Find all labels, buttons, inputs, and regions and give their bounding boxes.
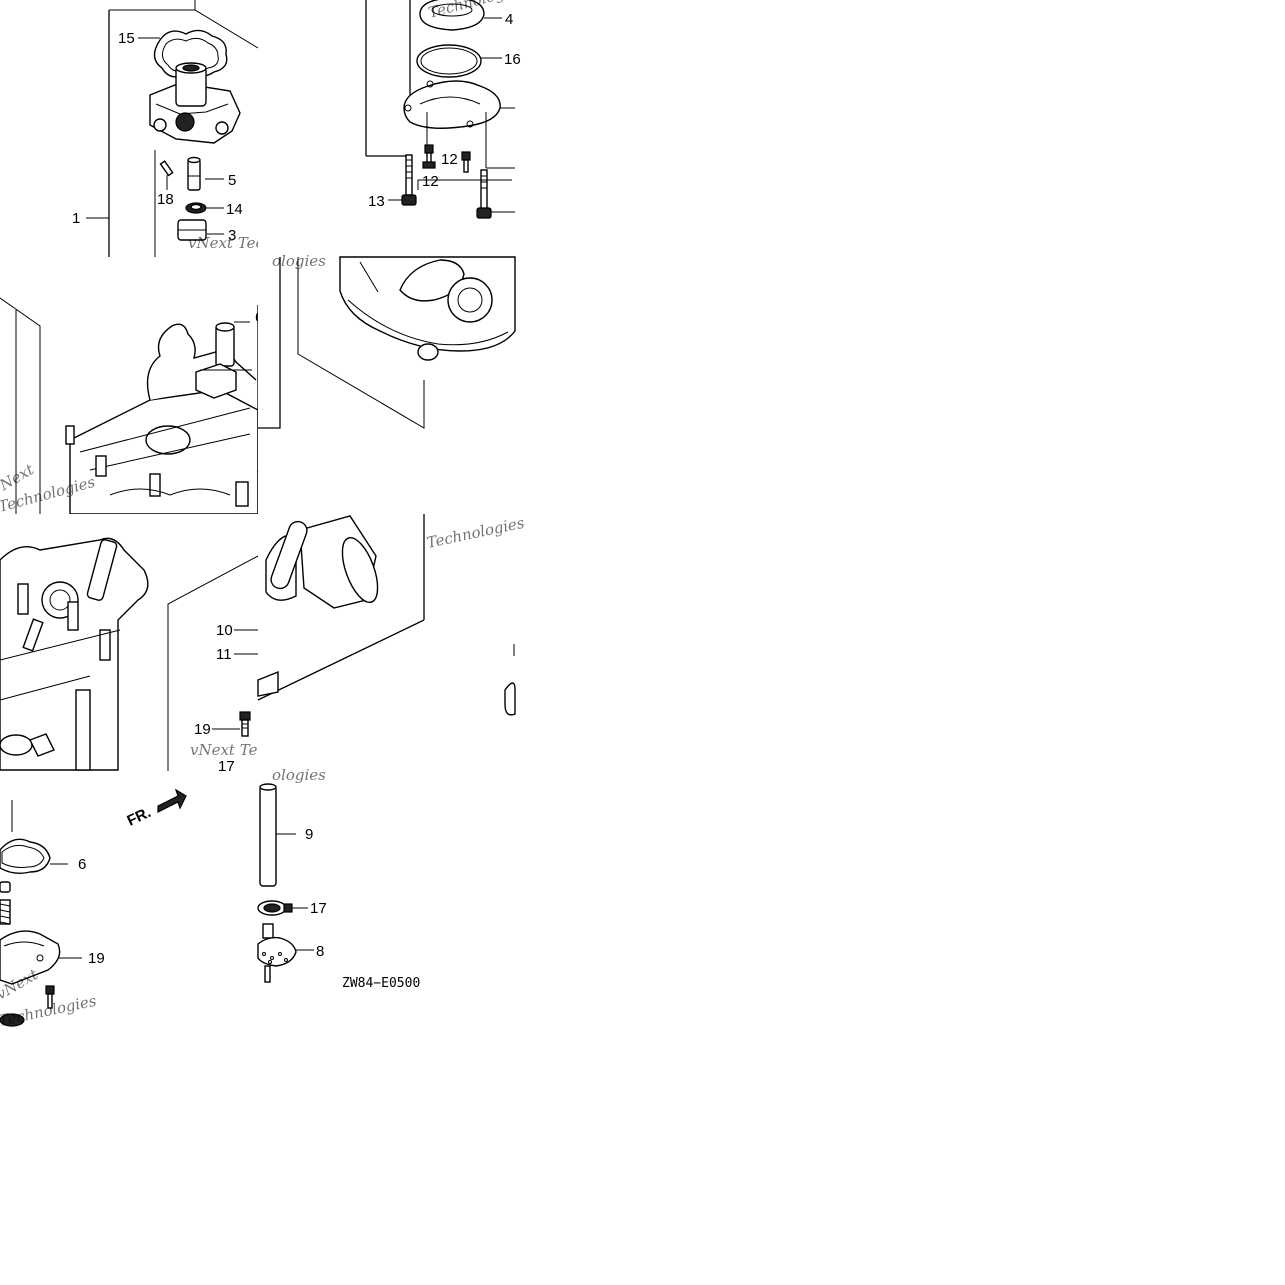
callout-6b: 19: [88, 950, 105, 967]
gasket-15-shape: [153, 29, 228, 78]
watermark-text: vNext Tec: [188, 234, 264, 252]
tile-cylinder-block-upper: 6 2 13 vNext Technologies: [0, 257, 273, 516]
tile-cylinder-block-lower: 10 11 19 vNext Tec 17: [0, 514, 266, 775]
o-ring-16: [416, 44, 482, 78]
bolt-19b: [45, 985, 55, 1009]
callout-12a: 12: [441, 151, 458, 168]
tile-oil-pump-cover: 4 16 12 12 13 Technologies: [258, 0, 527, 257]
oil-strainer-8: [257, 923, 314, 983]
rotor-4: [419, 0, 485, 31]
shaft-5: [187, 156, 201, 191]
callout-9: 9: [305, 826, 313, 843]
callout-18: 18: [157, 191, 174, 208]
hose-9: [259, 783, 296, 887]
tile-oil-pump-upper: 15 5 18 14 3 1 vNext Tec: [0, 0, 264, 257]
relief-cover-6: [0, 930, 61, 985]
callout-17b: 17: [310, 900, 327, 917]
tile-oil-strainer: ologies 9 17 8 ZW84−E0500: [257, 766, 515, 1028]
callout-15: 15: [118, 30, 135, 47]
bolt-19a: [239, 711, 251, 737]
bolt-12b: [461, 151, 471, 173]
diagram-code: ZW84−E0500: [342, 976, 420, 991]
watermark-ologies-mid: ologies: [272, 252, 326, 270]
callout-12b: 12: [422, 173, 439, 190]
callout-11: 11: [216, 646, 232, 663]
cylinder-block-upper-shape: [65, 322, 259, 515]
bolt-12a: [422, 144, 436, 169]
callout-8: 8: [316, 943, 324, 960]
callout-17a: 17: [218, 758, 235, 775]
hose-clip-17: [257, 900, 308, 916]
watermark-vnext-lower: vNext Tec: [190, 741, 266, 759]
callout-16: 16: [504, 51, 521, 68]
pin-18: [159, 160, 174, 177]
bolt-13-right: [476, 169, 492, 219]
relief-spring: [0, 899, 11, 925]
tile-oil-filter: Technologies: [257, 514, 526, 771]
callout-10: 10: [216, 622, 233, 639]
oil-pump-body: [149, 62, 241, 144]
oil-filter-cartridge: [265, 515, 379, 609]
callout-3: 3: [228, 227, 236, 244]
tile-cylinder-head: ologies: [258, 252, 516, 514]
callout-7: 6: [78, 856, 86, 873]
callout-13a: 13: [368, 193, 385, 210]
callout-4: 4: [505, 11, 513, 28]
callout-5: 5: [228, 172, 236, 189]
callout-1: 1: [72, 210, 80, 227]
tile-relief-valve: FR. 6 19 vNext Technologies: [0, 771, 258, 1030]
cylinder-block-lower-shape: [0, 537, 149, 771]
callout-14: 14: [226, 201, 243, 218]
callout-19a: 19: [194, 721, 211, 738]
watermark-ologies-bottom: ologies: [272, 766, 326, 784]
